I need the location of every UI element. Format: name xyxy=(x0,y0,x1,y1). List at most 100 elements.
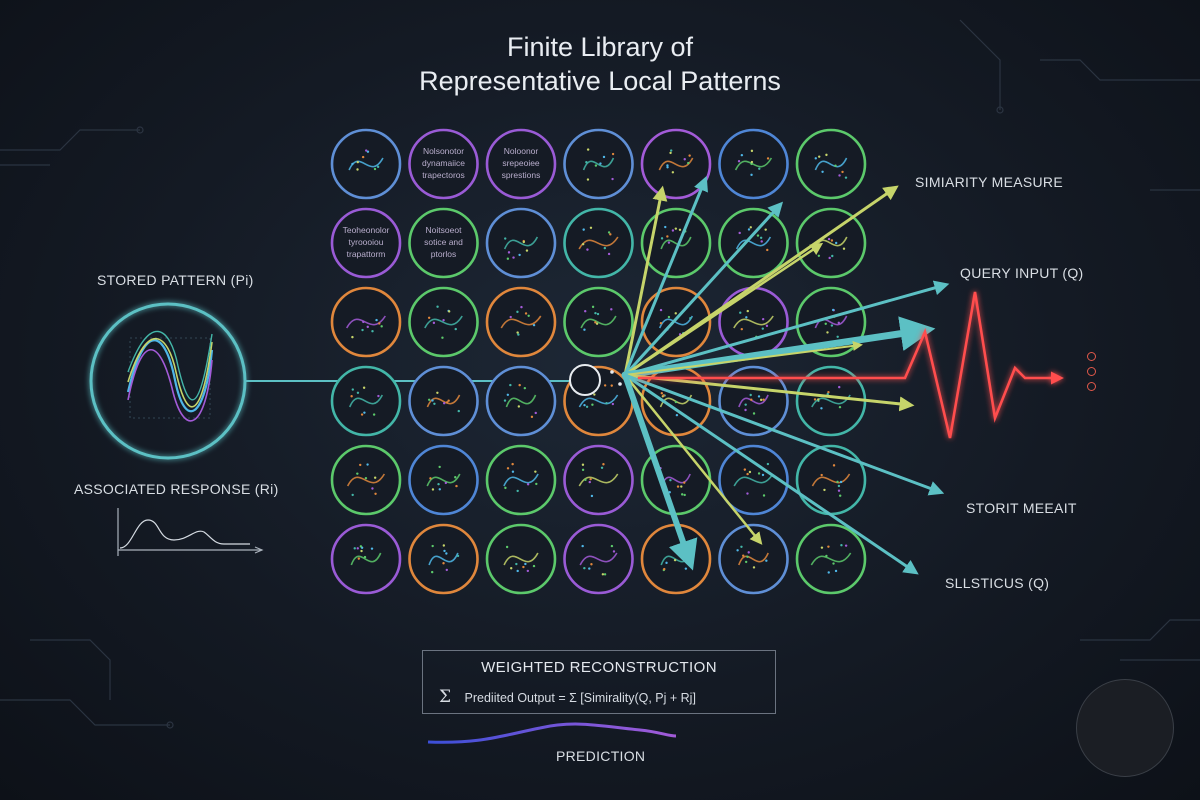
pattern-dot xyxy=(689,317,692,320)
pattern-dot xyxy=(376,165,380,169)
pattern-dot xyxy=(838,174,841,177)
pattern-dot xyxy=(591,403,594,406)
pattern-dot xyxy=(361,155,365,159)
pattern-dot xyxy=(683,481,686,484)
pattern-cell xyxy=(485,365,557,437)
pattern-dot xyxy=(832,464,836,467)
pattern-dot xyxy=(361,328,364,332)
pattern-dot xyxy=(581,544,584,548)
pattern-dot xyxy=(744,403,747,406)
pattern-dot xyxy=(837,321,840,325)
pattern-dot xyxy=(838,405,842,409)
pattern-dot xyxy=(747,228,751,231)
pattern-dot xyxy=(674,227,678,230)
pattern-dot xyxy=(431,488,435,491)
pattern-dot xyxy=(534,470,537,473)
pattern-dot xyxy=(373,167,377,171)
pattern-dot xyxy=(581,463,585,466)
pattern-dot xyxy=(593,393,596,396)
pattern-cell xyxy=(795,523,867,595)
pattern-dot xyxy=(761,327,764,330)
pattern-dot xyxy=(520,305,523,309)
assistant-button[interactable] xyxy=(1076,679,1174,777)
pattern-dot xyxy=(841,170,844,174)
pattern-glyph xyxy=(503,552,539,566)
pattern-dot xyxy=(760,240,763,243)
pattern-glyph xyxy=(735,236,772,250)
pattern-dot xyxy=(371,329,374,333)
pattern-dot xyxy=(680,493,684,496)
pattern-dot xyxy=(671,171,675,174)
vertical-dots-icon[interactable] xyxy=(1087,352,1096,397)
pattern-dot xyxy=(669,151,672,155)
pattern-dot xyxy=(662,394,665,397)
pattern-cell-text: tyroooiou xyxy=(349,237,384,247)
pattern-cell xyxy=(485,286,557,358)
pattern-cell xyxy=(718,286,789,358)
pattern-dot xyxy=(756,234,760,237)
pattern-glyph xyxy=(350,552,382,566)
pattern-glyph xyxy=(345,315,386,329)
pattern-glyph xyxy=(811,394,851,408)
pattern-cell xyxy=(718,444,789,516)
pattern-cell-text: srepeoiee xyxy=(502,158,540,168)
pattern-glyph xyxy=(810,552,852,566)
pattern-dot xyxy=(742,554,745,557)
pattern-dot xyxy=(517,333,520,336)
pattern-dot xyxy=(351,388,354,391)
pattern-dot xyxy=(584,478,587,482)
similarity-hub xyxy=(569,364,638,396)
pattern-dot xyxy=(670,149,673,152)
pattern-dot xyxy=(838,494,842,497)
pattern-dot xyxy=(762,494,766,497)
storit-meeait-label: STORIT MEEAIT xyxy=(966,500,1077,516)
pattern-cell xyxy=(795,207,867,279)
pattern-dot xyxy=(740,327,743,331)
pattern-dot xyxy=(436,305,439,308)
pattern-dot xyxy=(837,484,841,488)
pattern-cell-text: sotice and xyxy=(424,237,463,247)
pattern-dot xyxy=(517,405,521,408)
pattern-dot xyxy=(427,316,431,320)
pattern-dot xyxy=(748,470,752,474)
pattern-dot xyxy=(817,398,820,401)
pattern-dot xyxy=(749,393,752,397)
pattern-cell xyxy=(640,207,712,279)
pattern-dot xyxy=(671,229,675,232)
pattern-dot xyxy=(814,157,817,160)
pattern-dot xyxy=(586,248,589,251)
pattern-dot xyxy=(363,411,366,414)
background-traces xyxy=(0,19,1200,729)
pattern-dot xyxy=(351,162,354,166)
pattern-dot xyxy=(823,488,826,492)
pattern-dot xyxy=(824,322,827,326)
pattern-dot xyxy=(837,489,841,492)
pattern-dot xyxy=(746,492,749,495)
pattern-dot xyxy=(516,331,519,334)
sigma-symbol: Σ xyxy=(439,687,452,707)
pattern-dot xyxy=(818,155,821,158)
pattern-dot xyxy=(610,308,613,311)
pattern-dot xyxy=(436,391,439,394)
sllsticus-label: SLLSTICUS (Q) xyxy=(945,575,1050,591)
pattern-dot xyxy=(750,398,753,401)
pattern-dot xyxy=(827,390,830,394)
pattern-dot xyxy=(605,402,608,405)
pattern-dot xyxy=(356,391,360,394)
pattern-dot xyxy=(737,159,741,163)
pattern-dot xyxy=(504,237,507,240)
pattern-cell-text: Noloonor xyxy=(504,146,539,156)
pattern-dot xyxy=(827,571,830,574)
pattern-dot xyxy=(684,567,688,570)
pattern-dot xyxy=(512,256,515,259)
similarity-arrows xyxy=(621,175,950,575)
pattern-dot xyxy=(740,153,744,157)
associated-response-chart xyxy=(117,508,264,556)
pattern-cell xyxy=(563,207,634,279)
pattern-dot xyxy=(687,161,690,165)
pattern-dot xyxy=(739,311,742,314)
pattern-dot xyxy=(526,569,530,573)
pattern-dot xyxy=(359,463,362,467)
pattern-dot xyxy=(828,256,831,260)
pattern-dot xyxy=(666,235,669,238)
